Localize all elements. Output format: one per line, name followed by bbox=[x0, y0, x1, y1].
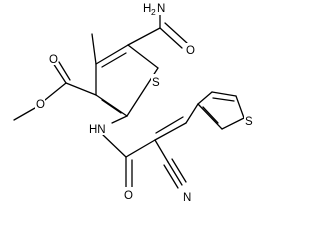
bond-c2-c3 bbox=[95, 94, 128, 117]
atom-labels: H 2 N O O O S HN O N S bbox=[35, 1, 254, 204]
bond-c4-c5 bbox=[95, 44, 129, 65]
bond-amide-c-o-double bbox=[164, 22, 188, 44]
atom-nh2-n: N bbox=[157, 3, 165, 15]
bond-carbonyl-alkene-c bbox=[125, 139, 156, 158]
atom-ester-carbonyl-oxygen: O bbox=[49, 54, 58, 66]
bond-r2-c2-c3 bbox=[197, 103, 223, 130]
bond-nitrile-triple-b bbox=[171, 158, 187, 183]
bond-nh-carbonyl bbox=[102, 134, 127, 158]
bond-r2-c2-c3-double bbox=[202, 106, 219, 124]
atom-thiophene-sulfur: S bbox=[152, 77, 160, 89]
bond-nitrile-triple-c bbox=[163, 164, 179, 189]
bond-ester-c-o-carbonyl bbox=[52, 62, 67, 84]
bond-alkene-double bbox=[155, 116, 184, 134]
bond-ester-c-o-carbonyl-double bbox=[58, 61, 71, 81]
bond-ester-c-o-ether bbox=[44, 82, 67, 101]
bond-c5-s bbox=[127, 44, 159, 69]
bond-ether-o-methyl bbox=[13, 107, 36, 121]
bond-r2-c5-s bbox=[235, 95, 245, 119]
bond-c5-amide-c bbox=[127, 27, 161, 46]
bond-c2-nh bbox=[111, 115, 128, 124]
molecule-canvas: H 2 N O O O S HN O N S bbox=[13, 1, 254, 204]
bond-r2-c4-c5 bbox=[211, 91, 237, 97]
bond-amide-c-o bbox=[159, 27, 183, 49]
atom-amide-oxygen-2: O bbox=[124, 190, 133, 202]
bond-nitrile-triple-a bbox=[167, 161, 183, 186]
atom-amine-nh: HN bbox=[89, 124, 106, 136]
bond-c3-ester-c bbox=[65, 82, 97, 96]
atom-nh2-subscript: 2 bbox=[151, 7, 156, 17]
bond-alkene-c-nitrile-c bbox=[154, 139, 169, 163]
chemical-structure-diagram: H 2 N O O O S HN O N S bbox=[13, 1, 254, 204]
bond-r2-c3-c4 bbox=[197, 91, 213, 105]
atom-amide-oxygen: O bbox=[186, 45, 195, 57]
bond-alkene-ring2 bbox=[185, 103, 199, 124]
bond-lines bbox=[13, 13, 245, 189]
bond-alkene bbox=[154, 122, 187, 141]
bond-r2-c4-c5-double bbox=[212, 97, 235, 102]
bond-c4-c5-double bbox=[101, 52, 127, 68]
bond-r2-s-c2 bbox=[221, 117, 245, 130]
atom-nh2-h: H bbox=[143, 3, 151, 15]
bond-methyl bbox=[91, 33, 97, 65]
atom-ester-ether-oxygen: O bbox=[36, 99, 45, 111]
atom-nitrile-nitrogen: N bbox=[183, 192, 191, 204]
atom-thiophene-sulfur-2: S bbox=[245, 116, 253, 128]
bond-c2-c3-double bbox=[101, 99, 122, 114]
